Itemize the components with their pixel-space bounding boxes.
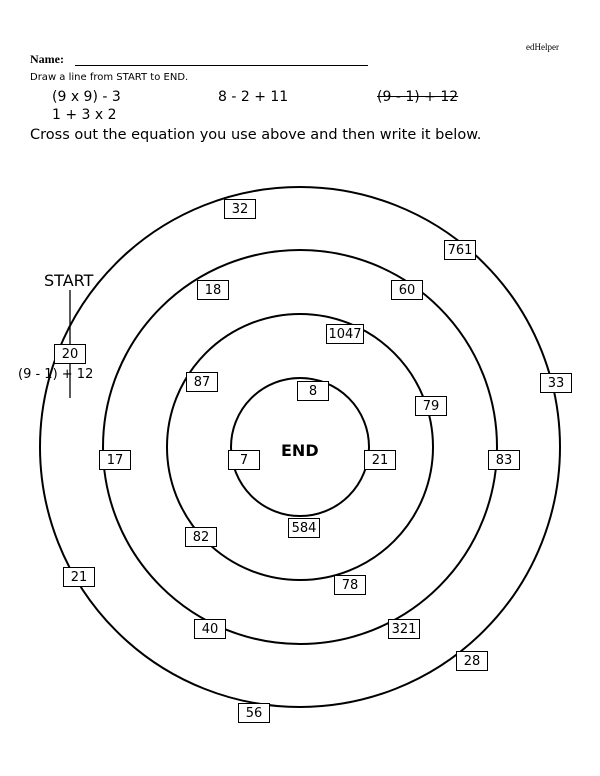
number-box[interactable]: 21 [364,450,396,470]
number-box[interactable]: 20 [54,344,86,364]
number-box[interactable]: 21 [63,567,95,587]
number-box[interactable]: 584 [288,518,320,538]
number-box[interactable]: 321 [388,619,420,639]
number-box[interactable]: 87 [186,372,218,392]
name-field[interactable] [75,65,368,66]
equation-2: 8 - 2 + 11 [218,89,289,105]
number-box[interactable]: 28 [456,651,488,671]
number-box[interactable]: 33 [540,373,572,393]
number-box[interactable]: 78 [334,575,366,595]
end-label: END [281,441,319,460]
number-box[interactable]: 60 [391,280,423,300]
number-box[interactable]: 40 [194,619,226,639]
written-equation: (9 - 1) + 12 [18,367,94,382]
number-box[interactable]: 32 [224,199,256,219]
equation-4: 1 + 3 x 2 [52,107,117,123]
equation-1: (9 x 9) - 3 [52,89,121,105]
ring-2 [166,313,434,581]
start-label: START [44,271,94,290]
ring-3 [102,249,498,645]
number-box[interactable]: 79 [415,396,447,416]
instruction: Draw a line from START to END. [30,72,189,83]
number-box[interactable]: 17 [99,450,131,470]
brand-label: edHelper [526,42,559,52]
equation-3-crossed: (9 - 1) + 12 [377,89,459,105]
number-box[interactable]: 56 [238,703,270,723]
cross-out-instruction: Cross out the equation you use above and… [30,127,482,143]
number-box[interactable]: 8 [297,381,329,401]
ring-inner [230,377,370,517]
number-box[interactable]: 18 [197,280,229,300]
number-box[interactable]: 83 [488,450,520,470]
number-box[interactable]: 7 [228,450,260,470]
number-box[interactable]: 761 [444,240,476,260]
name-label: Name: [30,52,64,66]
number-box[interactable]: 1047 [326,324,364,344]
number-box[interactable]: 82 [185,527,217,547]
ring-outer [39,186,561,708]
